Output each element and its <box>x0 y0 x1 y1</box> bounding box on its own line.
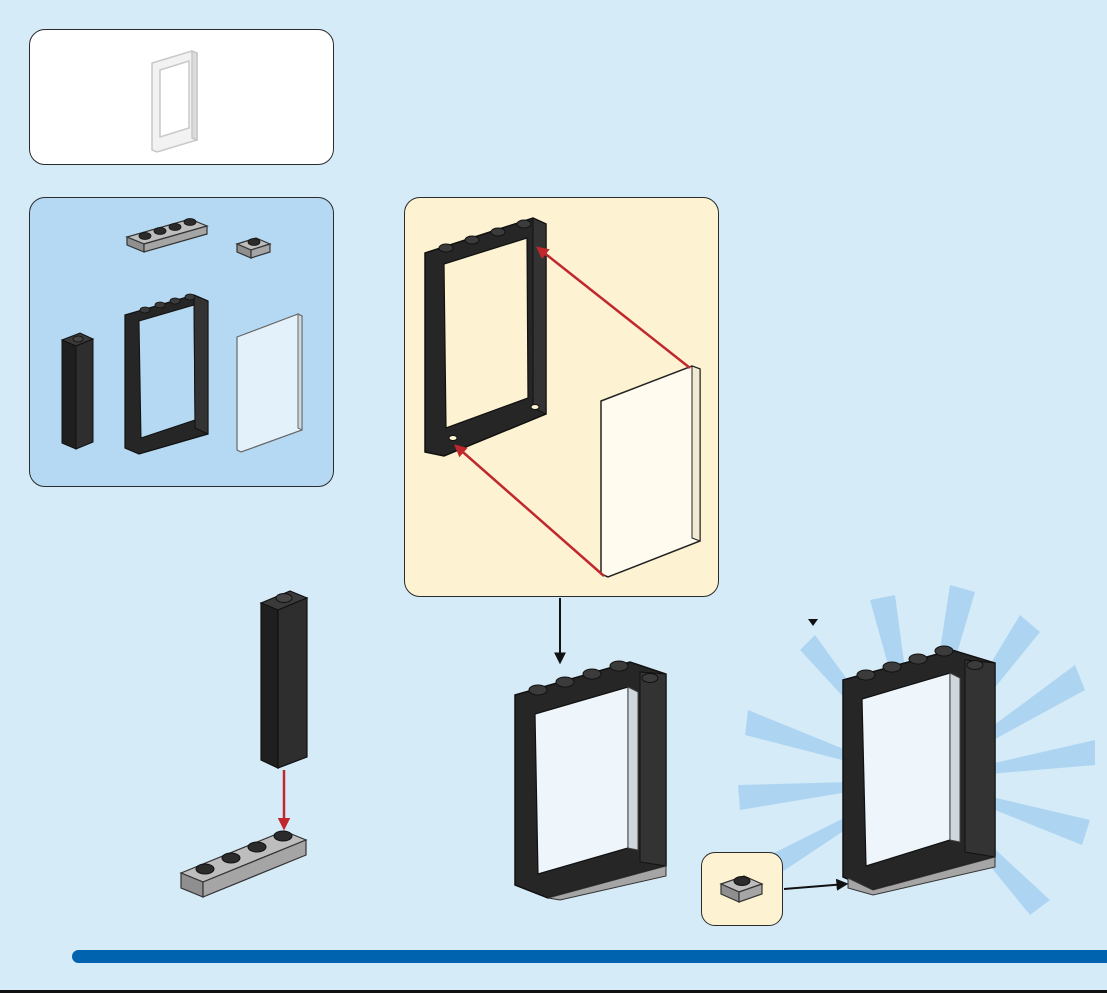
door-frame-icon <box>125 294 208 454</box>
brick-1x1x3-icon <box>62 333 93 449</box>
glass-panel-icon <box>237 314 302 452</box>
subassembly-glass-icon <box>601 366 700 577</box>
assembled-frame-icon <box>515 661 666 900</box>
progress-bar <box>72 950 1107 963</box>
subassembly-frame-icon <box>425 218 546 456</box>
red-arrow-top <box>538 248 690 368</box>
step-brick-icon <box>261 591 307 768</box>
red-arrow-bottom <box>456 446 604 576</box>
small-triangle-marker <box>808 619 818 626</box>
callout-plate-1x1-icon <box>702 853 784 927</box>
step-plate-1x4-icon <box>181 831 306 897</box>
preview-frame-icon <box>152 51 197 152</box>
plate-1x4-icon <box>127 219 207 253</box>
callout-arrow <box>784 884 846 889</box>
callout-box <box>701 852 783 926</box>
plate-1x1-icon <box>237 238 270 258</box>
final-frame-icon <box>843 646 995 895</box>
